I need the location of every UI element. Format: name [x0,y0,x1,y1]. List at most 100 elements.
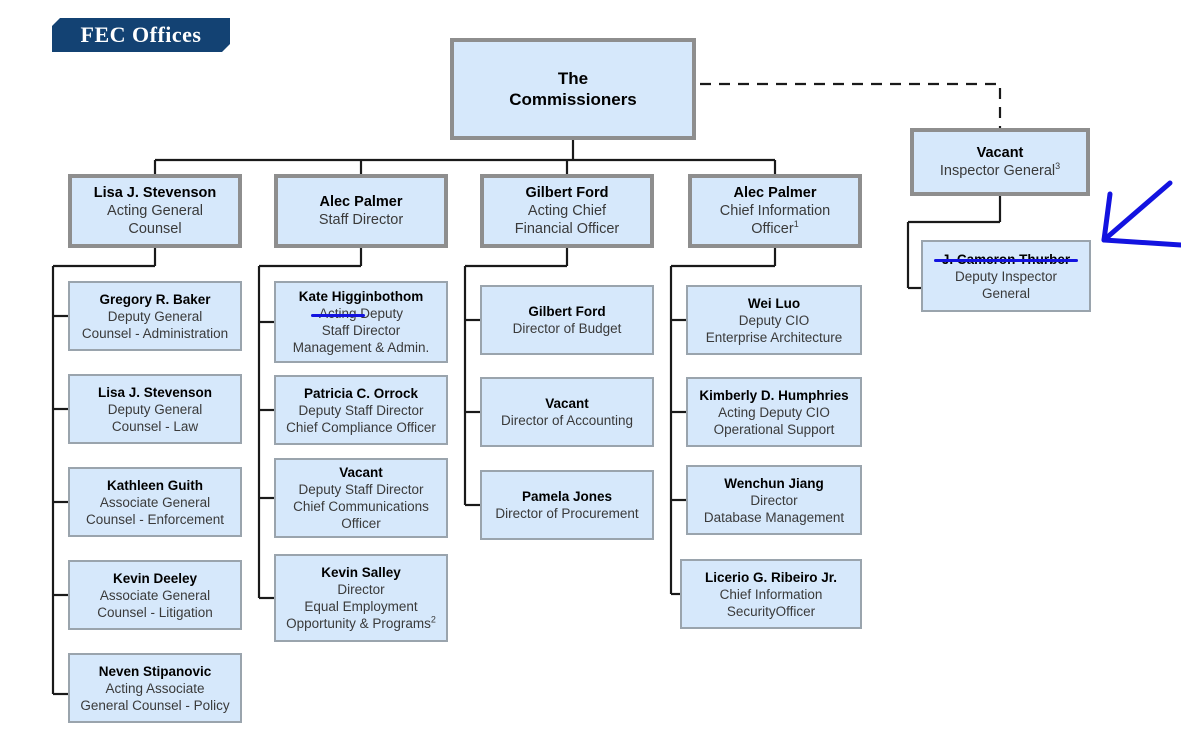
node-inspector-general[interactable]: Vacant Inspector General3 [910,128,1090,196]
struck-name-thurber: J. Cameron Thurber [933,251,1079,268]
node-name: Kate Higginbothom [298,289,424,304]
node-director-of-accounting[interactable]: Vacant Director of Accounting [480,377,654,447]
node-name: J. Cameron Thurber [933,251,1079,268]
node-name-line1: The [557,69,589,88]
pen-strikethrough [310,313,365,317]
node-title-line: Deputy Inspector [954,268,1058,284]
node-deputy-cio-enterprise-architecture[interactable]: Wei Luo Deputy CIO Enterprise Architectu… [686,285,862,355]
node-title-line: Counsel - Litigation [97,604,213,620]
node-staff-director[interactable]: Alec Palmer Staff Director [274,174,448,248]
node-title-line: Deputy Staff Director [298,402,424,418]
node-the-commissioners[interactable]: The Commissioners [450,38,696,140]
node-name: Pamela Jones [521,489,613,504]
node-deputy-staff-director-management-admin[interactable]: Kate Higginbothom Acting Deputy Staff Di… [274,281,448,363]
node-director-equal-employment-opportunity-programs[interactable]: Kevin Salley Director Equal Employment O… [274,554,448,642]
node-title-line: Deputy Staff Director [298,482,424,497]
struck-word-text: Acting [319,306,357,321]
node-title-line: Chief Information [719,203,831,219]
footnote-marker: 2 [430,614,436,625]
node-name: Vacant [976,145,1024,161]
node-title-line: Director [750,492,798,508]
node-name: Alec Palmer [319,194,403,210]
node-title-text: Opportunity & Programs [286,616,431,631]
node-title-line: Associate General [99,494,211,510]
node-title-line: Chief Compliance Officer [286,419,436,435]
footnote-marker: 1 [793,219,799,230]
node-title-line: SecurityOfficer [726,603,816,619]
node-director-of-procurement[interactable]: Pamela Jones Director of Procurement [480,470,654,540]
node-title-line: Associate General [99,587,211,603]
node-name: Wei Luo [747,295,801,311]
node-name: Gregory R. Baker [99,291,211,307]
node-title-line: Director of Budget [512,321,622,336]
node-title-line: Operational Support [713,421,835,437]
node-title-line: Inspector General3 [940,162,1060,180]
struck-word-acting: Acting [310,305,365,322]
node-name: Lisa J. Stevenson [97,384,213,400]
node-title-line: Financial Officer [514,221,620,237]
node-title-line: Counsel [128,221,182,237]
pen-strikethrough [933,259,1079,263]
node-title-line: General [981,285,1031,301]
footnote-marker: 3 [1055,161,1061,172]
node-title-line: Counsel - Law [111,418,199,434]
node-title-line: Opportunity & Programs2 [286,615,436,632]
node-title-line: Director [337,582,385,597]
node-deputy-general-counsel-law[interactable]: Lisa J. Stevenson Deputy General Counsel… [68,374,242,444]
node-title-line: Database Management [703,509,845,525]
node-deputy-staff-director-chief-communications-officer[interactable]: Vacant Deputy Staff Director Chief Commu… [274,458,448,538]
node-chief-information-security-officer[interactable]: Licerio G. Ribeiro Jr. Chief Information… [680,559,862,629]
node-title-line: Director of Accounting [500,413,634,428]
node-chief-information-officer[interactable]: Alec Palmer Chief Information Officer1 [688,174,862,248]
node-title-line: Chief Communications [293,499,429,514]
node-name: Gilbert Ford [525,185,609,201]
node-acting-deputy-cio-operational-support[interactable]: Kimberly D. Humphries Acting Deputy CIO … [686,377,862,447]
node-title-line: Deputy General [107,308,203,324]
node-director-of-budget[interactable]: Gilbert Ford Director of Budget [480,285,654,355]
node-title-line: Management & Admin. [292,340,430,355]
node-name: Gilbert Ford [528,304,606,319]
node-name: Alec Palmer [733,185,817,201]
node-name: Kathleen Guith [106,477,203,493]
node-title-line: Deputy CIO [738,312,810,328]
node-title-text: Officer [751,221,794,237]
node-title-line: Acting General [107,203,203,219]
node-name: Vacant [339,465,383,480]
node-title-line: Officer [341,516,381,531]
node-title-line: Acting Chief [527,203,607,219]
node-deputy-general-counsel-administration[interactable]: Gregory R. Baker Deputy General Counsel … [68,281,242,351]
node-title-line: Chief Information [719,586,823,602]
node-associate-general-counsel-enforcement[interactable]: Kathleen Guith Associate General Counsel… [68,467,242,537]
node-deputy-inspector-general[interactable]: J. Cameron Thurber Deputy Inspector Gene… [921,240,1091,312]
node-deputy-staff-director-chief-compliance-officer[interactable]: Patricia C. Orrock Deputy Staff Director… [274,375,448,445]
node-title-line: Staff Director [321,323,401,338]
node-name: Kevin Salley [321,565,401,580]
node-title-line: Acting Deputy [310,305,403,322]
node-title-line: Counsel - Enforcement [85,511,225,527]
node-acting-general-counsel[interactable]: Lisa J. Stevenson Acting General Counsel [68,174,242,248]
node-name: Patricia C. Orrock [303,385,419,401]
node-name: Licerio G. Ribeiro Jr. [704,569,838,585]
node-associate-general-counsel-litigation[interactable]: Kevin Deeley Associate General Counsel -… [68,560,242,630]
node-title-line: General Counsel - Policy [80,697,230,713]
node-title-line: Deputy General [107,401,203,417]
node-title-text: Inspector General [939,163,1056,179]
node-acting-associate-general-counsel-policy[interactable]: Neven Stipanovic Acting Associate Genera… [68,653,242,723]
blue-arrow-annotation [1101,180,1181,248]
node-title-line: Acting Associate [105,680,205,696]
node-title-line: Officer1 [751,220,798,238]
struck-name-text: J. Cameron Thurber [942,252,1070,267]
node-name: Kimberly D. Humphries [699,387,849,403]
node-name: Vacant [545,396,589,411]
node-director-database-management[interactable]: Wenchun Jiang Director Database Manageme… [686,465,862,535]
node-name: Kevin Deeley [112,570,198,586]
node-title-line: Counsel - Administration [81,325,229,341]
node-title-line: Equal Employment [304,599,418,614]
node-title-line: Director of Procurement [495,506,639,521]
node-title-line: Acting Deputy CIO [718,404,830,420]
node-name: Neven Stipanovic [98,663,212,679]
node-title-line: Staff Director [318,212,404,228]
node-acting-chief-financial-officer[interactable]: Gilbert Ford Acting Chief Financial Offi… [480,174,654,248]
node-name: Lisa J. Stevenson [93,185,217,201]
